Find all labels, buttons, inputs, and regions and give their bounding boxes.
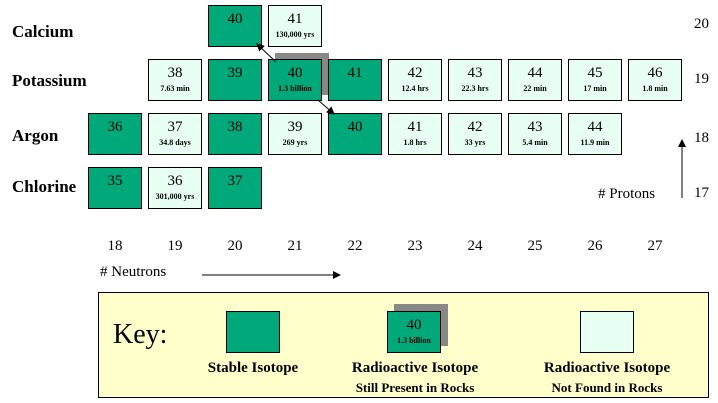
mass-number: 35 <box>107 173 123 189</box>
mass-number: 41 <box>287 11 303 27</box>
isotope-k45: 45 17 min <box>568 59 622 101</box>
isotope-k38: 38 7.63 min <box>148 59 202 101</box>
key-swatch-radioactive-gone <box>580 311 634 353</box>
mass-number: 37 <box>167 119 183 135</box>
isotope-k43: 43 22.3 hrs <box>448 59 502 101</box>
element-label-potassium: Potassium <box>12 71 87 90</box>
isotope-ar44: 44 11.9 min <box>568 113 622 155</box>
isotope-k42: 42 12.4 hrs <box>388 59 442 101</box>
element-label-calcium: Calcium <box>12 22 74 41</box>
mass-number: 40 <box>287 65 303 81</box>
isotope-ar38: 38 <box>208 113 262 155</box>
half-life: 130,000 yrs <box>275 30 315 39</box>
isotope-k40: 40 1.3 billion <box>268 59 322 101</box>
mass-number: 40 <box>347 119 363 135</box>
mass-number: 38 <box>167 65 183 81</box>
neutron-tick-25: 25 <box>527 238 543 254</box>
key-swatch-radioactive-present: 40 1.3 billion <box>387 311 441 353</box>
mass-number: 42 <box>467 119 483 135</box>
mass-number: 39 <box>287 119 303 135</box>
mass-number: 38 <box>227 119 243 135</box>
half-life: 1.8 min <box>642 84 668 93</box>
key-swatch-stable <box>226 311 280 353</box>
isotope-cl36: 36 301,000 yrs <box>148 167 202 209</box>
protons-axis-label: # Protons <box>598 186 656 202</box>
isotope-k39: 39 <box>208 59 262 101</box>
key-label-radioactive-gone: Radioactive Isotope <box>543 360 671 376</box>
isotope-cl35: 35 <box>88 167 142 209</box>
isotope-ar42: 42 33 yrs <box>448 113 502 155</box>
proton-number-calcium: 20 <box>694 16 709 32</box>
isotope-ca40: 40 <box>208 5 262 47</box>
key-label-stable: Stable Isotope <box>207 360 299 376</box>
mass-number: 36 <box>107 119 123 135</box>
key-sublabel-radioactive-present: Still Present in Rocks <box>355 380 475 395</box>
neutron-tick-19: 19 <box>167 238 183 254</box>
half-life: 34.8 days <box>159 138 191 147</box>
legend-key: Key: Stable Isotope 40 1.3 billion Radio… <box>98 292 709 398</box>
proton-number-argon: 18 <box>694 130 709 146</box>
isotope-k44: 44 22 min <box>508 59 562 101</box>
mass-number: 39 <box>227 65 243 81</box>
half-life: 301,000 yrs <box>155 192 195 201</box>
proton-number-chlorine: 17 <box>694 185 709 201</box>
half-life: 1.3 billion <box>278 84 312 93</box>
key-sublabel-radioactive-gone: Not Found in Rocks <box>551 380 663 395</box>
neutron-tick-24: 24 <box>467 238 483 254</box>
isotope-k41: 41 <box>328 59 382 101</box>
decay-arrow-k40-to-ar40 <box>317 99 335 115</box>
neutron-tick-22: 22 <box>347 238 363 254</box>
isotope-ca41: 41 130,000 yrs <box>268 5 322 47</box>
half-life: 22 min <box>523 84 547 93</box>
half-life: 12.4 hrs <box>401 84 429 93</box>
mass-number: 45 <box>587 65 603 81</box>
mass-number: 44 <box>527 65 543 81</box>
mass-number: 41 <box>407 119 423 135</box>
mass-number: 43 <box>527 119 543 135</box>
isotope-ar36: 36 <box>88 113 142 155</box>
mass-number: 44 <box>587 119 603 135</box>
half-life: 5.4 min <box>522 138 548 147</box>
half-life: 269 yrs <box>282 138 308 147</box>
isotope-ar37: 37 34.8 days <box>148 113 202 155</box>
neutron-tick-18: 18 <box>107 238 123 254</box>
half-life: 33 yrs <box>464 138 486 147</box>
isotope-k46: 46 1.8 min <box>628 59 682 101</box>
mass-number: 40 <box>406 317 422 333</box>
mass-number: 42 <box>407 65 423 81</box>
half-life: 17 min <box>583 84 607 93</box>
neutron-tick-20: 20 <box>227 238 243 254</box>
mass-number: 46 <box>647 65 663 81</box>
half-life: 22.3 hrs <box>461 84 489 93</box>
neutron-tick-26: 26 <box>587 238 603 254</box>
element-label-argon: Argon <box>12 126 59 145</box>
mass-number: 41 <box>347 65 363 81</box>
isotope-ar40: 40 <box>328 113 382 155</box>
half-life: 11.9 min <box>580 138 610 147</box>
neutron-tick-27: 27 <box>647 238 663 254</box>
neutron-tick-21: 21 <box>287 238 303 254</box>
isotope-ar43: 43 5.4 min <box>508 113 562 155</box>
key-label-radioactive-present: Radioactive Isotope <box>351 360 479 376</box>
isotope-cl37: 37 <box>208 167 262 209</box>
half-life: 7.63 min <box>160 84 190 93</box>
neutron-tick-23: 23 <box>407 238 423 254</box>
mass-number: 37 <box>227 173 243 189</box>
mass-number: 36 <box>167 173 183 189</box>
isotope-ar41: 41 1.8 hrs <box>388 113 442 155</box>
half-life: 1.8 hrs <box>403 138 427 147</box>
mass-number: 40 <box>227 11 243 27</box>
mass-number: 43 <box>467 65 483 81</box>
half-life: 1.3 billion <box>397 336 431 345</box>
proton-number-potassium: 19 <box>694 71 709 87</box>
isotope-ar39: 39 269 yrs <box>268 113 322 155</box>
key-title: Key: <box>113 319 168 350</box>
neutrons-axis-label: # Neutrons <box>100 264 167 280</box>
decay-arrow-k40-to-ca40 <box>256 43 277 63</box>
element-label-chlorine: Chlorine <box>12 177 77 196</box>
